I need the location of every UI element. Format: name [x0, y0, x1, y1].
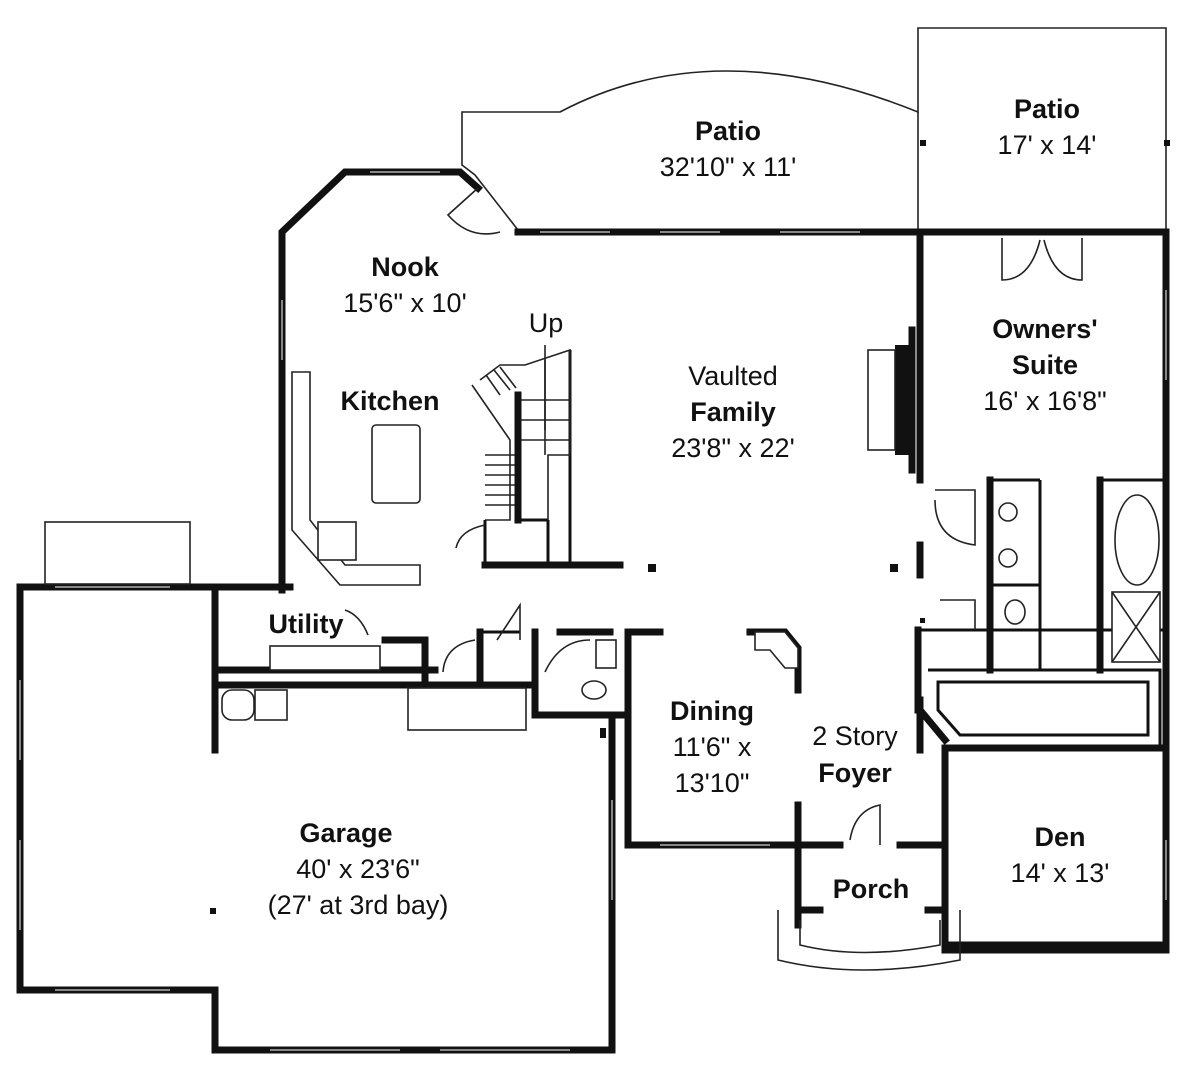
garage-size: 40' x 23'6"	[296, 854, 419, 884]
dining-name: Dining	[670, 696, 754, 726]
owners-size: 16' x 16'8"	[983, 386, 1106, 416]
patio-outlines	[461, 27, 1167, 233]
garage-note: (27' at 3rd bay)	[268, 890, 449, 920]
patio-main-size: 32'10" x 11'	[660, 152, 797, 182]
posts	[210, 140, 1170, 914]
exterior-walls	[16, 168, 1170, 1054]
garage-name: Garage	[299, 818, 392, 848]
stairs	[471, 345, 571, 521]
interior-walls	[211, 228, 1166, 929]
stairs-label: Up	[529, 308, 564, 338]
family-size: 23'8" x 22'	[671, 433, 794, 463]
den-size: 14' x 13'	[1011, 858, 1110, 888]
dining-size2: 13'10"	[675, 768, 750, 798]
patio-side-size: 17' x 14'	[998, 130, 1097, 160]
owners-name1: Owners'	[992, 314, 1097, 344]
porch-name: Porch	[833, 874, 910, 904]
dining-size1: 11'6" x	[673, 732, 752, 762]
foyer-line1: 2 Story	[812, 721, 898, 751]
nook-size: 15'6" x 10'	[343, 288, 466, 318]
kitchen-name: Kitchen	[340, 386, 439, 416]
den-name: Den	[1034, 822, 1085, 852]
fixtures	[44, 371, 1161, 971]
nook-name: Nook	[371, 252, 439, 282]
foyer-name: Foyer	[818, 758, 892, 788]
utility-name: Utility	[268, 609, 343, 639]
patio-side-name: Patio	[1014, 94, 1080, 124]
doors	[344, 187, 1083, 845]
owners-name2: Suite	[1012, 350, 1078, 380]
patio-main-name: Patio	[695, 116, 761, 146]
family-line1: Vaulted	[688, 361, 778, 391]
windows	[19, 171, 1167, 1051]
room-labels: Patio 32'10" x 11' Patio 17' x 14' Nook …	[268, 94, 1110, 920]
family-name: Family	[690, 397, 776, 427]
